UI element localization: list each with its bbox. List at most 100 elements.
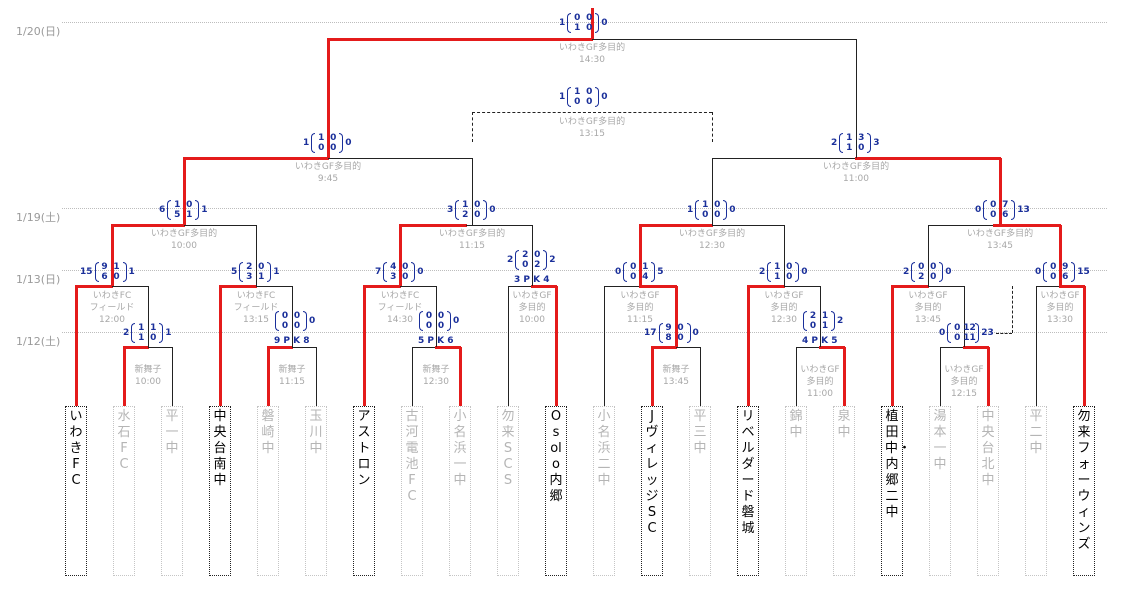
- score-half1-right: 0: [990, 210, 997, 220]
- score-half2-right: 1: [186, 210, 193, 220]
- bracket-line-winner: [75, 285, 113, 288]
- bracket-line-winner: [111, 224, 185, 227]
- match-time: 12:00: [99, 315, 125, 325]
- score-total-left: 3: [447, 205, 454, 215]
- team-box: 平二中: [1025, 406, 1047, 576]
- score-half1-right: 0: [1050, 272, 1057, 282]
- bracket-left-icon: [983, 200, 988, 220]
- bracket-line-winner: [651, 346, 677, 349]
- penalty-kick-result: 5 P K 6: [418, 336, 454, 346]
- match-time: 13:15: [243, 315, 269, 325]
- bracket-line: [112, 286, 148, 287]
- team-name: 平二中: [1029, 409, 1043, 456]
- score-half2-right: 0: [586, 97, 593, 107]
- bracket-line: [508, 286, 532, 287]
- bracket-left-icon: [839, 133, 844, 153]
- match-venue: いわきFC フィールド: [377, 291, 423, 313]
- score-half1-left: 9: [101, 262, 108, 272]
- bracket-line-winner: [183, 158, 186, 225]
- score-half1-left: 4: [390, 262, 397, 272]
- bracket-line: [928, 225, 994, 226]
- score-half1-left: 1: [846, 133, 853, 143]
- team-box: アストロン: [353, 406, 375, 576]
- match-venue: いわきGF多目的: [294, 162, 362, 172]
- date-label-semifinal-day: 1/19(土): [16, 211, 61, 224]
- date-label-final-day: 1/20(日): [16, 25, 61, 38]
- score-half1-left: 1: [702, 200, 709, 210]
- date-divider: [62, 22, 1107, 23]
- bracket-line: [256, 225, 257, 286]
- match-venue: 新舞子: [422, 365, 450, 375]
- score-half1-right: 1: [138, 333, 145, 343]
- score-half2-right: 0: [586, 23, 593, 33]
- date-divider: [62, 208, 1107, 209]
- match-time: 12:15: [951, 389, 977, 399]
- score-half2-right: 1: [821, 321, 829, 331]
- score-half2-right: 0: [150, 333, 157, 343]
- match-time: 13:45: [915, 315, 941, 325]
- score-half2-left: 0: [534, 250, 541, 260]
- score-half2-left: 1: [642, 262, 649, 272]
- match-time: 13:15: [579, 129, 605, 139]
- bracket-line-winner: [363, 285, 401, 288]
- match-time: 12:30: [423, 377, 449, 387]
- score-half2-right: 0: [786, 272, 793, 282]
- team-name: 湯本一中: [933, 409, 947, 472]
- score-half1-left: 1: [574, 87, 581, 97]
- bracket-line: [472, 112, 712, 113]
- penalty-kick-result: 4 P K 5: [802, 336, 838, 346]
- score-half1-right: 1: [846, 143, 853, 153]
- bracket-line: [316, 347, 317, 406]
- bracket-line: [940, 347, 941, 406]
- score-half1-right: 6: [101, 272, 108, 282]
- score-half2-right: 0: [677, 333, 684, 343]
- bracket-line-winner: [435, 346, 461, 349]
- bracket-line-winner: [987, 347, 990, 406]
- match-venue: 新舞子: [278, 365, 306, 375]
- bracket-left-icon: [311, 133, 316, 153]
- match-time: 11:00: [807, 389, 833, 399]
- bracket-line: [172, 347, 173, 406]
- score-half1-right: 2: [462, 210, 469, 220]
- bracket-line-winner: [891, 286, 894, 406]
- match-time: 12:30: [771, 315, 797, 325]
- score-half1-left: 9: [665, 323, 672, 333]
- match-info-r2b: いわきFC フィールド 13:15: [196, 290, 316, 326]
- team-box: 勿来フォーウィンズ: [1073, 406, 1095, 576]
- score-half2-left: 0: [474, 200, 481, 210]
- score-half1-right: 5: [174, 210, 181, 220]
- team-name: 泉中: [837, 409, 851, 440]
- score-half2-left: 1: [150, 323, 157, 333]
- bracket-line-winner: [399, 225, 402, 286]
- bracket-line: [592, 39, 856, 40]
- score-half2-left: 0: [786, 262, 793, 272]
- match-venue: いわきGF 多目的: [908, 291, 948, 313]
- score-half1-right: 1: [774, 272, 781, 282]
- match-venue: いわきFC フィールド: [233, 291, 279, 313]
- match-time: 13:30: [1047, 315, 1073, 325]
- score-half1-left: 1: [774, 262, 781, 272]
- bracket-line-winner: [123, 347, 126, 406]
- bracket-line: [412, 347, 413, 406]
- score-half2-right: 6: [1062, 272, 1069, 282]
- bracket-line: [400, 286, 436, 287]
- bracket-right-icon: [122, 262, 127, 282]
- bracket-line-winner: [747, 285, 785, 288]
